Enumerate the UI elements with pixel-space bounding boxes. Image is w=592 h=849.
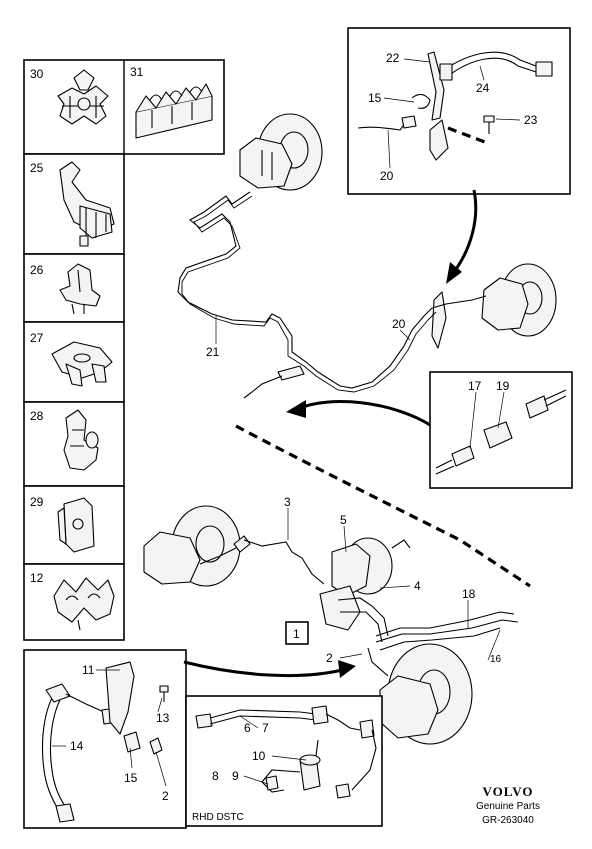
pointer-arrowhead-top [446, 262, 462, 284]
clip-30-drawing [57, 69, 109, 125]
callout-10: 10 [252, 749, 266, 763]
rhd-dstc-drawing [195, 705, 377, 799]
callout-31: 31 [130, 65, 144, 79]
front-left-brake-drawing [143, 505, 241, 587]
callout-7: 7 [262, 721, 269, 735]
callout-21: 21 [206, 345, 220, 359]
clip-25-drawing [59, 161, 115, 247]
callout-22: 22 [386, 51, 400, 65]
clip-31-drawing [135, 83, 213, 139]
callout-29: 29 [30, 495, 44, 509]
brand-tagline: Genuine Parts [476, 801, 540, 812]
detail-box-rear-hose [347, 27, 571, 195]
front-hose-drawing [41, 661, 169, 823]
callout-2-inset: 2 [162, 789, 169, 803]
pointer-arrow-mid [299, 400, 433, 428]
rear-brake-pipes [177, 191, 487, 399]
callout-11: 11 [82, 663, 95, 677]
leader-lines [52, 58, 521, 787]
clip-26-drawing [59, 263, 101, 315]
callout-28: 28 [30, 409, 44, 423]
pointer-arrowhead-bottom [338, 660, 356, 678]
front-right-brake-drawing [379, 643, 473, 745]
front-brake-pipes [199, 535, 325, 585]
brand-reference: GR-263040 [482, 815, 534, 826]
callout-17: 17 [468, 379, 482, 393]
callout-3: 3 [284, 495, 291, 509]
dashed-link-line [235, 424, 531, 588]
hydraulic-unit-drawing [319, 537, 411, 643]
callout-20-top: 20 [380, 169, 394, 183]
clip-12-drawing [53, 577, 115, 631]
callout-8: 8 [212, 769, 219, 783]
connector-drawing [435, 389, 567, 475]
callout-6: 6 [244, 721, 251, 735]
rear-left-brake-drawing [239, 113, 323, 191]
clip-28-drawing [63, 409, 99, 471]
callout-27: 27 [30, 331, 44, 345]
callout-4: 4 [414, 579, 421, 593]
callout-16: 16 [490, 654, 502, 665]
callout-13: 13 [156, 711, 170, 725]
brand-block: VOLVO Genuine Parts GR-263040 [476, 784, 540, 826]
callout-26: 26 [30, 263, 44, 277]
pointer-arrowhead-mid [286, 400, 306, 418]
callout-15: 15 [368, 91, 382, 105]
clip-29-drawing [57, 497, 95, 553]
callout-20-mid: 20 [392, 317, 406, 331]
callout-25: 25 [30, 161, 44, 175]
callout-1: 1 [293, 627, 300, 641]
callout-12: 12 [30, 571, 44, 585]
clip-27-drawing [51, 341, 113, 387]
callout-2-main: 2 [326, 651, 333, 665]
detail-box-rhd-dstc [185, 695, 383, 827]
brand-logo: VOLVO [483, 784, 534, 799]
rear-hose-bracket-drawing [357, 51, 553, 161]
callout-1-frame [285, 621, 309, 645]
pointer-arrow-top [452, 189, 478, 273]
callout-9: 9 [232, 769, 239, 783]
detail-box-connector [429, 371, 573, 489]
callout-19: 19 [496, 379, 510, 393]
callout-30: 30 [30, 67, 44, 81]
front-right-pipes [367, 611, 519, 677]
callout-24: 24 [476, 81, 490, 95]
callout-18: 18 [462, 587, 476, 601]
rear-right-brake-drawing [431, 263, 557, 349]
callout-15-inset: 15 [124, 771, 138, 785]
inset-caption: RHD DSTC [192, 812, 244, 823]
callout-14: 14 [70, 739, 84, 753]
callout-labels: 30 31 25 26 27 28 29 12 22 24 15 23 20 2… [30, 51, 538, 823]
callout-23: 23 [524, 113, 538, 127]
pointer-arrow-bottom [183, 660, 343, 678]
callout-5: 5 [340, 513, 347, 527]
